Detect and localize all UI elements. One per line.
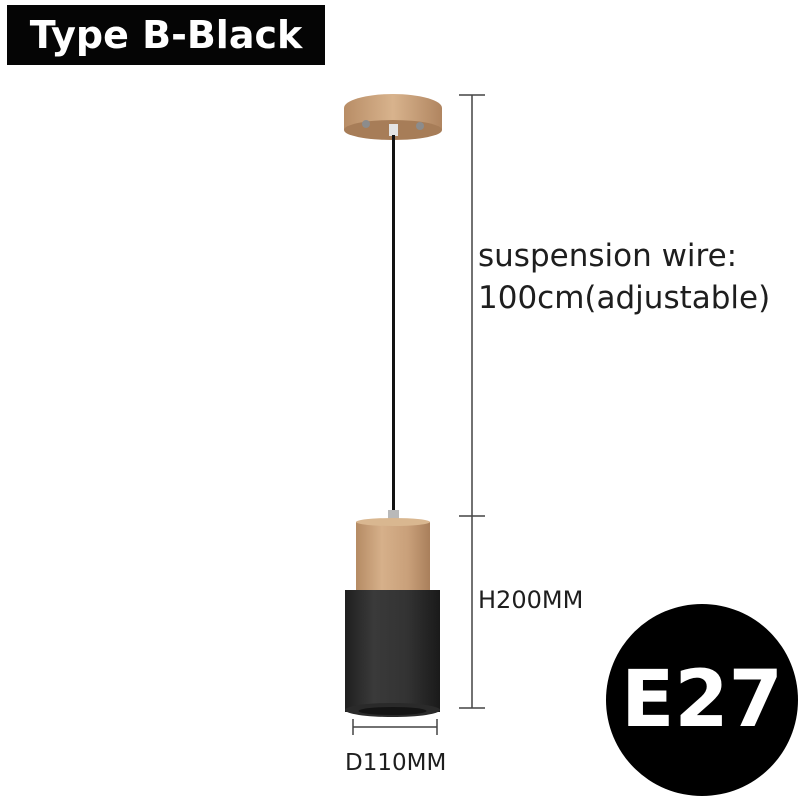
dimension-lines: [352, 94, 485, 735]
type-label: Type B-Black: [7, 5, 325, 65]
socket-type-badge: E27: [606, 604, 798, 796]
metal-connector: [388, 510, 399, 524]
screw-icon: [416, 122, 424, 130]
wooden-cap: [356, 518, 430, 594]
screw-icon: [362, 120, 370, 128]
ceiling-canopy: [344, 94, 442, 140]
wire-length-value: 100cm(adjustable): [478, 280, 771, 316]
diameter-label: D110MM: [345, 750, 447, 776]
cable-grip-icon: [389, 124, 398, 136]
wire-length-label: suspension wire:: [478, 238, 738, 274]
black-shade: [345, 590, 440, 717]
height-label: H200MM: [478, 586, 584, 614]
